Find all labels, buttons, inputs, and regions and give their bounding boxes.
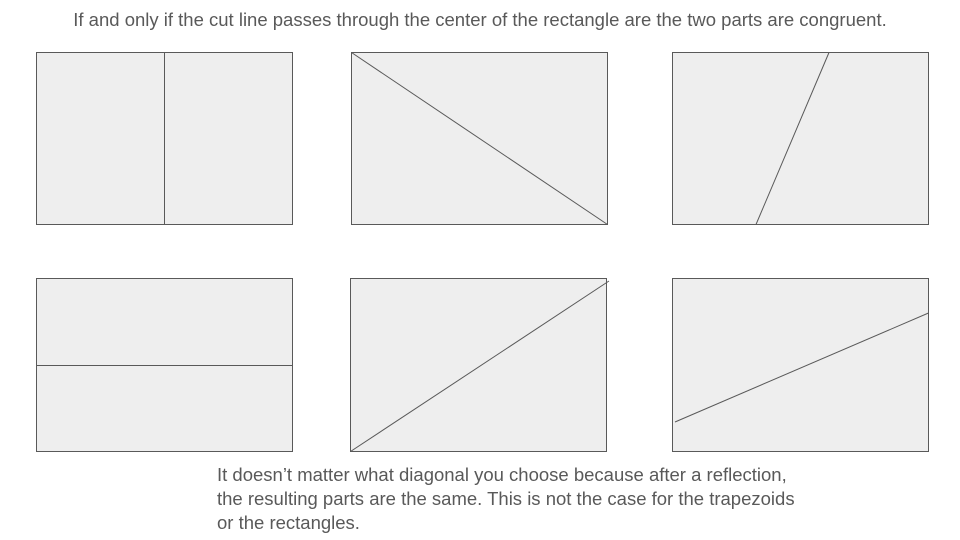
caption-line: or the rectangles. (217, 512, 360, 533)
rectangle-vertical-cut (36, 52, 293, 225)
rectangle-shape (672, 278, 929, 452)
rectangle-diagonal-cut-down (351, 52, 608, 225)
cut-line (351, 52, 608, 225)
rectangle-horizontal-cut (36, 278, 293, 452)
caption: It doesn’t matter what diagonal you choo… (217, 463, 937, 535)
cut-line (755, 52, 830, 225)
cut-line (350, 280, 610, 452)
rectangle-diagonal-cut-up (350, 278, 610, 452)
caption-line: the resulting parts are the same. This i… (217, 488, 795, 509)
rectangle-shape (350, 278, 607, 452)
cut-line (674, 312, 929, 423)
rectangle-slanted-cut (672, 52, 929, 225)
rectangle-shallow-slanted-cut (672, 278, 929, 452)
slide-title: If and only if the cut line passes throu… (73, 9, 887, 30)
caption-line: It doesn’t matter what diagonal you choo… (217, 464, 787, 485)
rectangle-shape (672, 52, 929, 225)
